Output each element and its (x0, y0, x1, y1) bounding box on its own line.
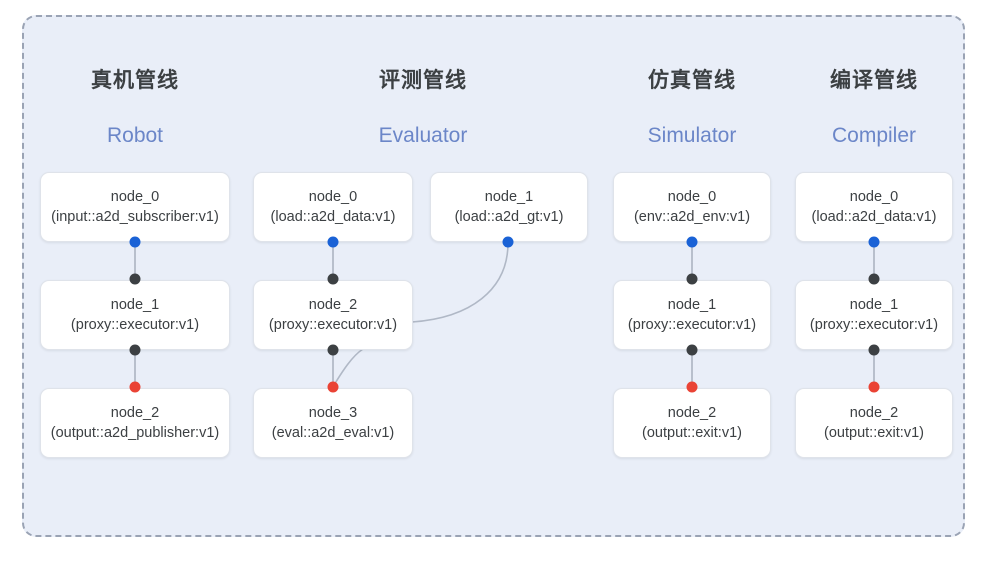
node-type: (proxy::executor:v1) (268, 316, 398, 333)
node-card[interactable]: node_3 (eval::a2d_eval:v1) (253, 388, 413, 458)
node-id: node_1 (849, 296, 899, 313)
port-dot-input (327, 236, 339, 248)
node-id: node_0 (110, 188, 160, 205)
port-dot-input (129, 236, 141, 248)
node-card[interactable]: node_2 (proxy::executor:v1) (253, 280, 413, 350)
node-id: node_3 (308, 404, 358, 421)
node-id: node_2 (667, 404, 717, 421)
port-dot-input (868, 236, 880, 248)
port-dot-output (686, 381, 698, 393)
column-title-en-compiler: Compiler (831, 124, 917, 147)
node-type: (output::exit:v1) (824, 424, 924, 441)
node-id: node_0 (849, 188, 899, 205)
node-card[interactable]: node_1 (proxy::executor:v1) (40, 280, 230, 350)
pipeline-column-robot: 真机管线 Robot node_0 (input::a2d_subscriber… (40, 0, 230, 563)
node-card[interactable]: node_0 (input::a2d_subscriber:v1) (40, 172, 230, 242)
port-dot-internal (868, 344, 880, 356)
connector-line (332, 242, 334, 280)
node-id: node_2 (308, 296, 358, 313)
column-title-cn-simulator: 仿真管线 (648, 69, 736, 92)
pipeline-side-node-gt: node_1 (load::a2d_gt:v1) (430, 0, 588, 563)
column-title-cn-compiler: 编译管线 (830, 69, 918, 92)
node-type: (load::a2d_data:v1) (811, 208, 937, 225)
column-title-en-simulator: Simulator (647, 124, 737, 147)
port-dot-input (686, 236, 698, 248)
node-type: (input::a2d_subscriber:v1) (51, 208, 219, 225)
node-type: (env::a2d_env:v1) (633, 208, 751, 225)
node-type: (load::a2d_gt:v1) (454, 208, 564, 225)
node-card[interactable]: node_1 (proxy::executor:v1) (795, 280, 953, 350)
column-title-en-robot: Robot (106, 124, 164, 147)
node-type: (eval::a2d_eval:v1) (271, 424, 395, 441)
node-card[interactable]: node_0 (env::a2d_env:v1) (613, 172, 771, 242)
connector-line (134, 242, 136, 280)
node-id: node_1 (667, 296, 717, 313)
node-card[interactable]: node_1 (load::a2d_gt:v1) (430, 172, 588, 242)
port-dot-internal (686, 344, 698, 356)
connector-line (691, 350, 693, 388)
node-type: (output::a2d_publisher:v1) (50, 424, 220, 441)
port-dot-output (129, 381, 141, 393)
node-id: node_0 (667, 188, 717, 205)
node-type: (output::exit:v1) (642, 424, 742, 441)
port-dot-input (502, 236, 514, 248)
node-card[interactable]: node_1 (proxy::executor:v1) (613, 280, 771, 350)
port-dot-internal (327, 344, 339, 356)
connector-line (332, 350, 334, 388)
node-card[interactable]: node_0 (load::a2d_data:v1) (253, 172, 413, 242)
column-title-cn-evaluator: 评测管线 (379, 69, 467, 92)
port-dot-internal (129, 344, 141, 356)
pipeline-column-simulator: 仿真管线 Simulator node_0 (env::a2d_env:v1) … (613, 0, 771, 563)
pipeline-column-evaluator: 评测管线 Evaluator node_0 (load::a2d_data:v1… (253, 0, 467, 563)
port-dot-output (868, 381, 880, 393)
node-id: node_2 (110, 404, 160, 421)
port-dot-internal (686, 273, 698, 285)
port-dot-internal (868, 273, 880, 285)
connector-line (691, 242, 693, 280)
connector-line (873, 350, 875, 388)
node-type: (proxy::executor:v1) (627, 316, 757, 333)
node-type: (proxy::executor:v1) (70, 316, 200, 333)
node-type: (proxy::executor:v1) (809, 316, 939, 333)
connector-line (134, 350, 136, 388)
node-card[interactable]: node_2 (output::exit:v1) (795, 388, 953, 458)
port-dot-output (327, 381, 339, 393)
node-id: node_0 (308, 188, 358, 205)
node-id: node_1 (110, 296, 160, 313)
node-card[interactable]: node_2 (output::exit:v1) (613, 388, 771, 458)
column-title-en-evaluator: Evaluator (378, 124, 468, 147)
column-title-cn-robot: 真机管线 (91, 69, 179, 92)
port-dot-internal (129, 273, 141, 285)
connector-line (873, 242, 875, 280)
port-dot-internal (327, 273, 339, 285)
node-id: node_1 (484, 188, 534, 205)
pipeline-column-compiler: 编译管线 Compiler node_0 (load::a2d_data:v1)… (795, 0, 953, 563)
node-id: node_2 (849, 404, 899, 421)
node-card[interactable]: node_2 (output::a2d_publisher:v1) (40, 388, 230, 458)
node-card[interactable]: node_0 (load::a2d_data:v1) (795, 172, 953, 242)
node-type: (load::a2d_data:v1) (270, 208, 396, 225)
